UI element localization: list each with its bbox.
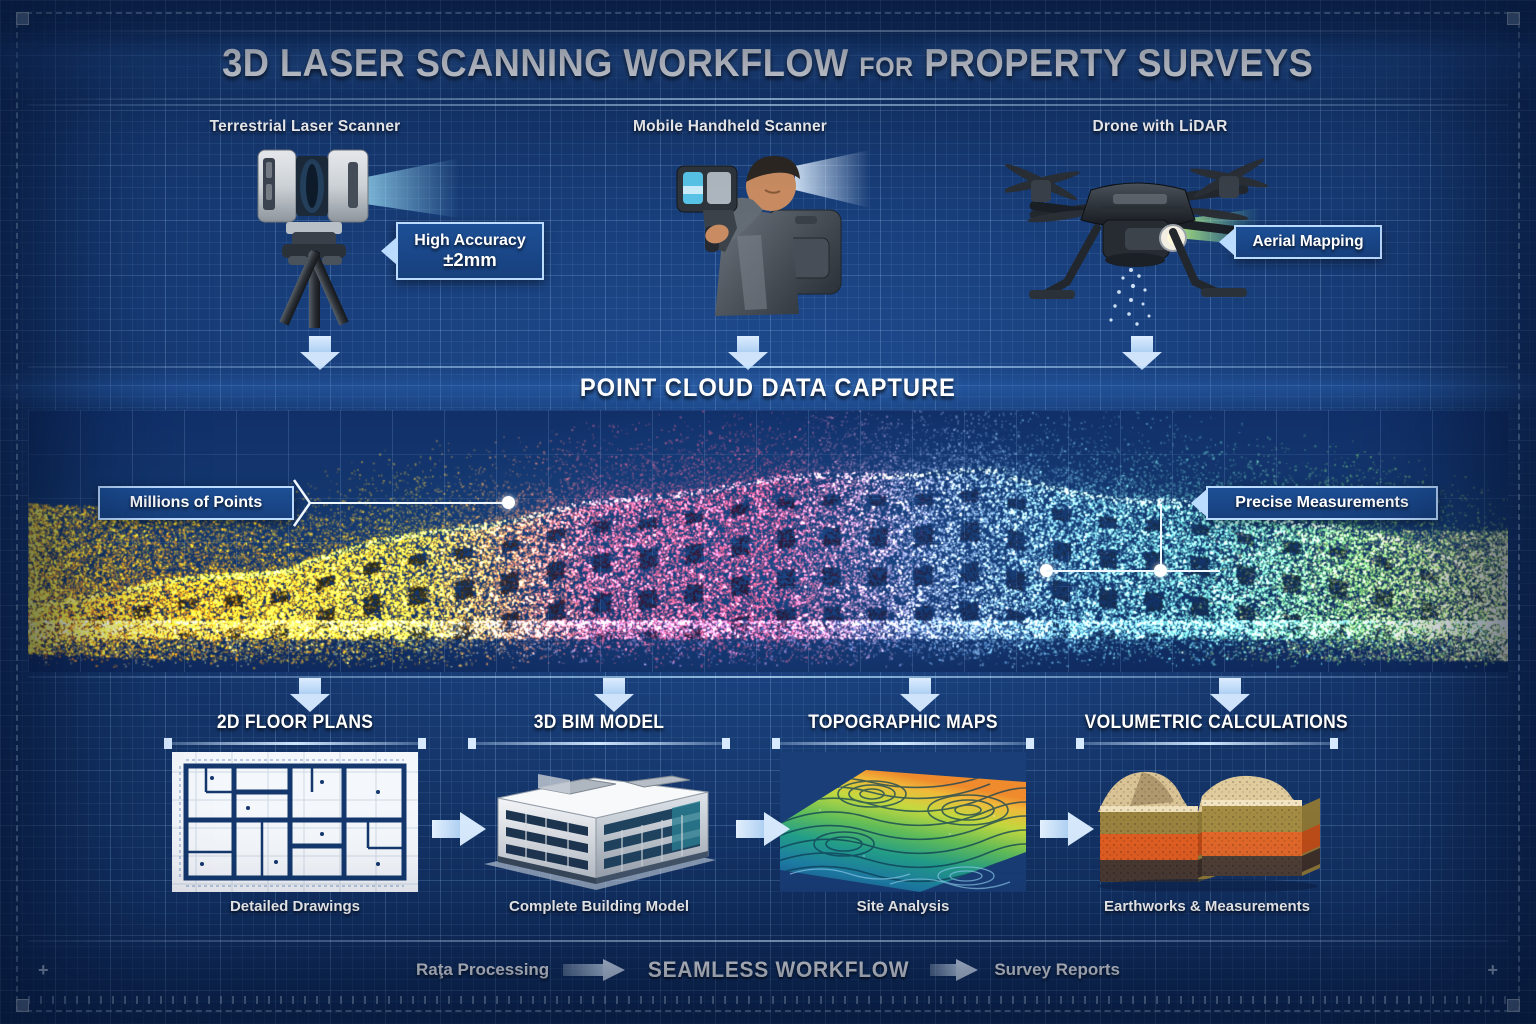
divider-under-title <box>28 104 1508 106</box>
leader-line-precise <box>1160 570 1220 572</box>
flow-arrow-down-4 <box>290 678 330 712</box>
output-card-bim-model[interactable]: 3D BIM MODEL <box>466 700 732 946</box>
callout-precise-label: Precise Measurements <box>1235 494 1409 512</box>
title-tail: PROPERTY SURVEYS <box>924 42 1314 85</box>
flow-arrow-down-6 <box>900 678 940 712</box>
point-cloud-canvas <box>28 410 1508 672</box>
leader-dot-millions <box>502 496 515 509</box>
corner-marker-bl <box>16 999 29 1012</box>
divider-above-footer <box>28 940 1508 942</box>
callout-precise-measurements: Precise Measurements <box>1206 486 1438 520</box>
output-title-floor-plans: 2D FLOOR PLANS <box>216 712 374 733</box>
footer-left-label: Raţa Processing <box>415 960 550 979</box>
footer-arrow-2 <box>930 959 980 981</box>
footer-ruler-ticks <box>28 996 1508 1004</box>
flow-arrow-right-1 <box>432 812 486 846</box>
output-underline-2 <box>468 738 730 749</box>
output-underline-4 <box>1076 738 1338 749</box>
lidar-drone-icon <box>1002 142 1270 327</box>
divider-above-cloud <box>28 366 1508 368</box>
footer-workflow-bar: + Raţa Processing SEAMLESS WORKFLOW Surv… <box>28 950 1508 990</box>
tripod-scanner-icon <box>230 140 460 330</box>
output-title-topographic-maps: TOPOGRAPHIC MAPS <box>808 712 998 733</box>
leader-vertical-precise <box>1160 504 1162 572</box>
cloud-band-header: POINT CLOUD DATA CAPTURE <box>0 368 1536 408</box>
title-connector: FOR <box>859 52 914 82</box>
callout-millions-bracket <box>292 479 326 527</box>
corner-marker-tl <box>16 12 29 25</box>
bim-building-icon <box>476 752 722 892</box>
leader-line-precise-inner <box>1046 570 1160 572</box>
flow-arrow-right-3 <box>1040 812 1094 846</box>
output-underline-3 <box>772 738 1034 749</box>
output-caption-topographic-maps: Site Analysis <box>856 898 950 915</box>
corner-marker-tr <box>1507 12 1520 25</box>
flow-arrow-right-2 <box>736 812 790 846</box>
cloud-band-title: POINT CLOUD DATA CAPTURE <box>580 373 956 402</box>
callout-accuracy-line1: High Accuracy <box>414 231 526 249</box>
footer-center-label: SEAMLESS WORKFLOW <box>648 957 910 982</box>
callout-aerial-mapping: Aerial Mapping <box>1234 225 1382 259</box>
flow-arrow-down-2 <box>728 336 768 370</box>
output-card-volumetric[interactable]: VOLUMETRIC CALCULATIONS <box>1074 700 1348 946</box>
output-caption-floor-plans: Detailed Drawings <box>229 898 361 915</box>
page-title: 3D LASER SCANNING WORKFLOW FOR PROPERTY … <box>222 42 1313 86</box>
title-main: 3D LASER SCANNING WORKFLOW <box>222 42 850 85</box>
output-title-volumetric: VOLUMETRIC CALCULATIONS <box>1084 712 1348 733</box>
footer-arrow-1 <box>563 959 627 981</box>
title-banner: 3D LASER SCANNING WORKFLOW FOR PROPERTY … <box>0 28 1536 100</box>
output-card-floor-plans[interactable]: 2D FLOOR PLANS <box>162 700 428 946</box>
flow-arrow-down-1 <box>300 336 340 370</box>
footer-right-label: Survey Reports <box>994 960 1121 979</box>
callout-millions-label: Millions of Points <box>129 494 263 512</box>
output-card-topographic-maps[interactable]: TOPOGRAPHIC MAPS <box>770 700 1036 946</box>
device-label-handheld: Mobile Handheld Scanner <box>632 118 828 135</box>
flow-arrow-down-7 <box>1210 678 1250 712</box>
output-caption-bim-model: Complete Building Model <box>509 898 689 915</box>
handheld-scanner-operator-icon <box>645 138 870 333</box>
flow-arrow-down-3 <box>1122 336 1162 370</box>
output-caption-volumetric: Earthworks & Measurements <box>1104 898 1310 915</box>
leader-dot-precise-right <box>1154 564 1167 577</box>
callout-aerial-label: Aerial Mapping <box>1252 233 1364 251</box>
soil-strata-icon <box>1084 752 1330 892</box>
flow-arrow-down-5 <box>594 678 634 712</box>
point-cloud-visualization <box>28 410 1508 672</box>
device-label-drone: Drone with LiDAR <box>1092 118 1228 135</box>
corner-marker-br <box>1507 999 1520 1012</box>
output-underline-1 <box>164 738 426 749</box>
outputs-row: 2D FLOOR PLANS <box>28 700 1508 946</box>
output-title-bim-model: 3D BIM MODEL <box>533 712 665 733</box>
leader-line-millions <box>326 502 508 504</box>
footer-tick-left: + <box>38 959 49 980</box>
footer-tick-right: + <box>1487 959 1498 980</box>
divider-below-cloud <box>28 676 1508 678</box>
topographic-map-icon <box>780 752 1026 892</box>
callout-high-accuracy: High Accuracy ±2mm <box>396 222 544 280</box>
device-label-terrestrial: Terrestrial Laser Scanner <box>209 118 401 135</box>
floor-plan-icon <box>172 752 418 892</box>
callout-millions-of-points: Millions of Points <box>98 486 294 520</box>
callout-accuracy-line2: ±2mm <box>443 248 497 270</box>
